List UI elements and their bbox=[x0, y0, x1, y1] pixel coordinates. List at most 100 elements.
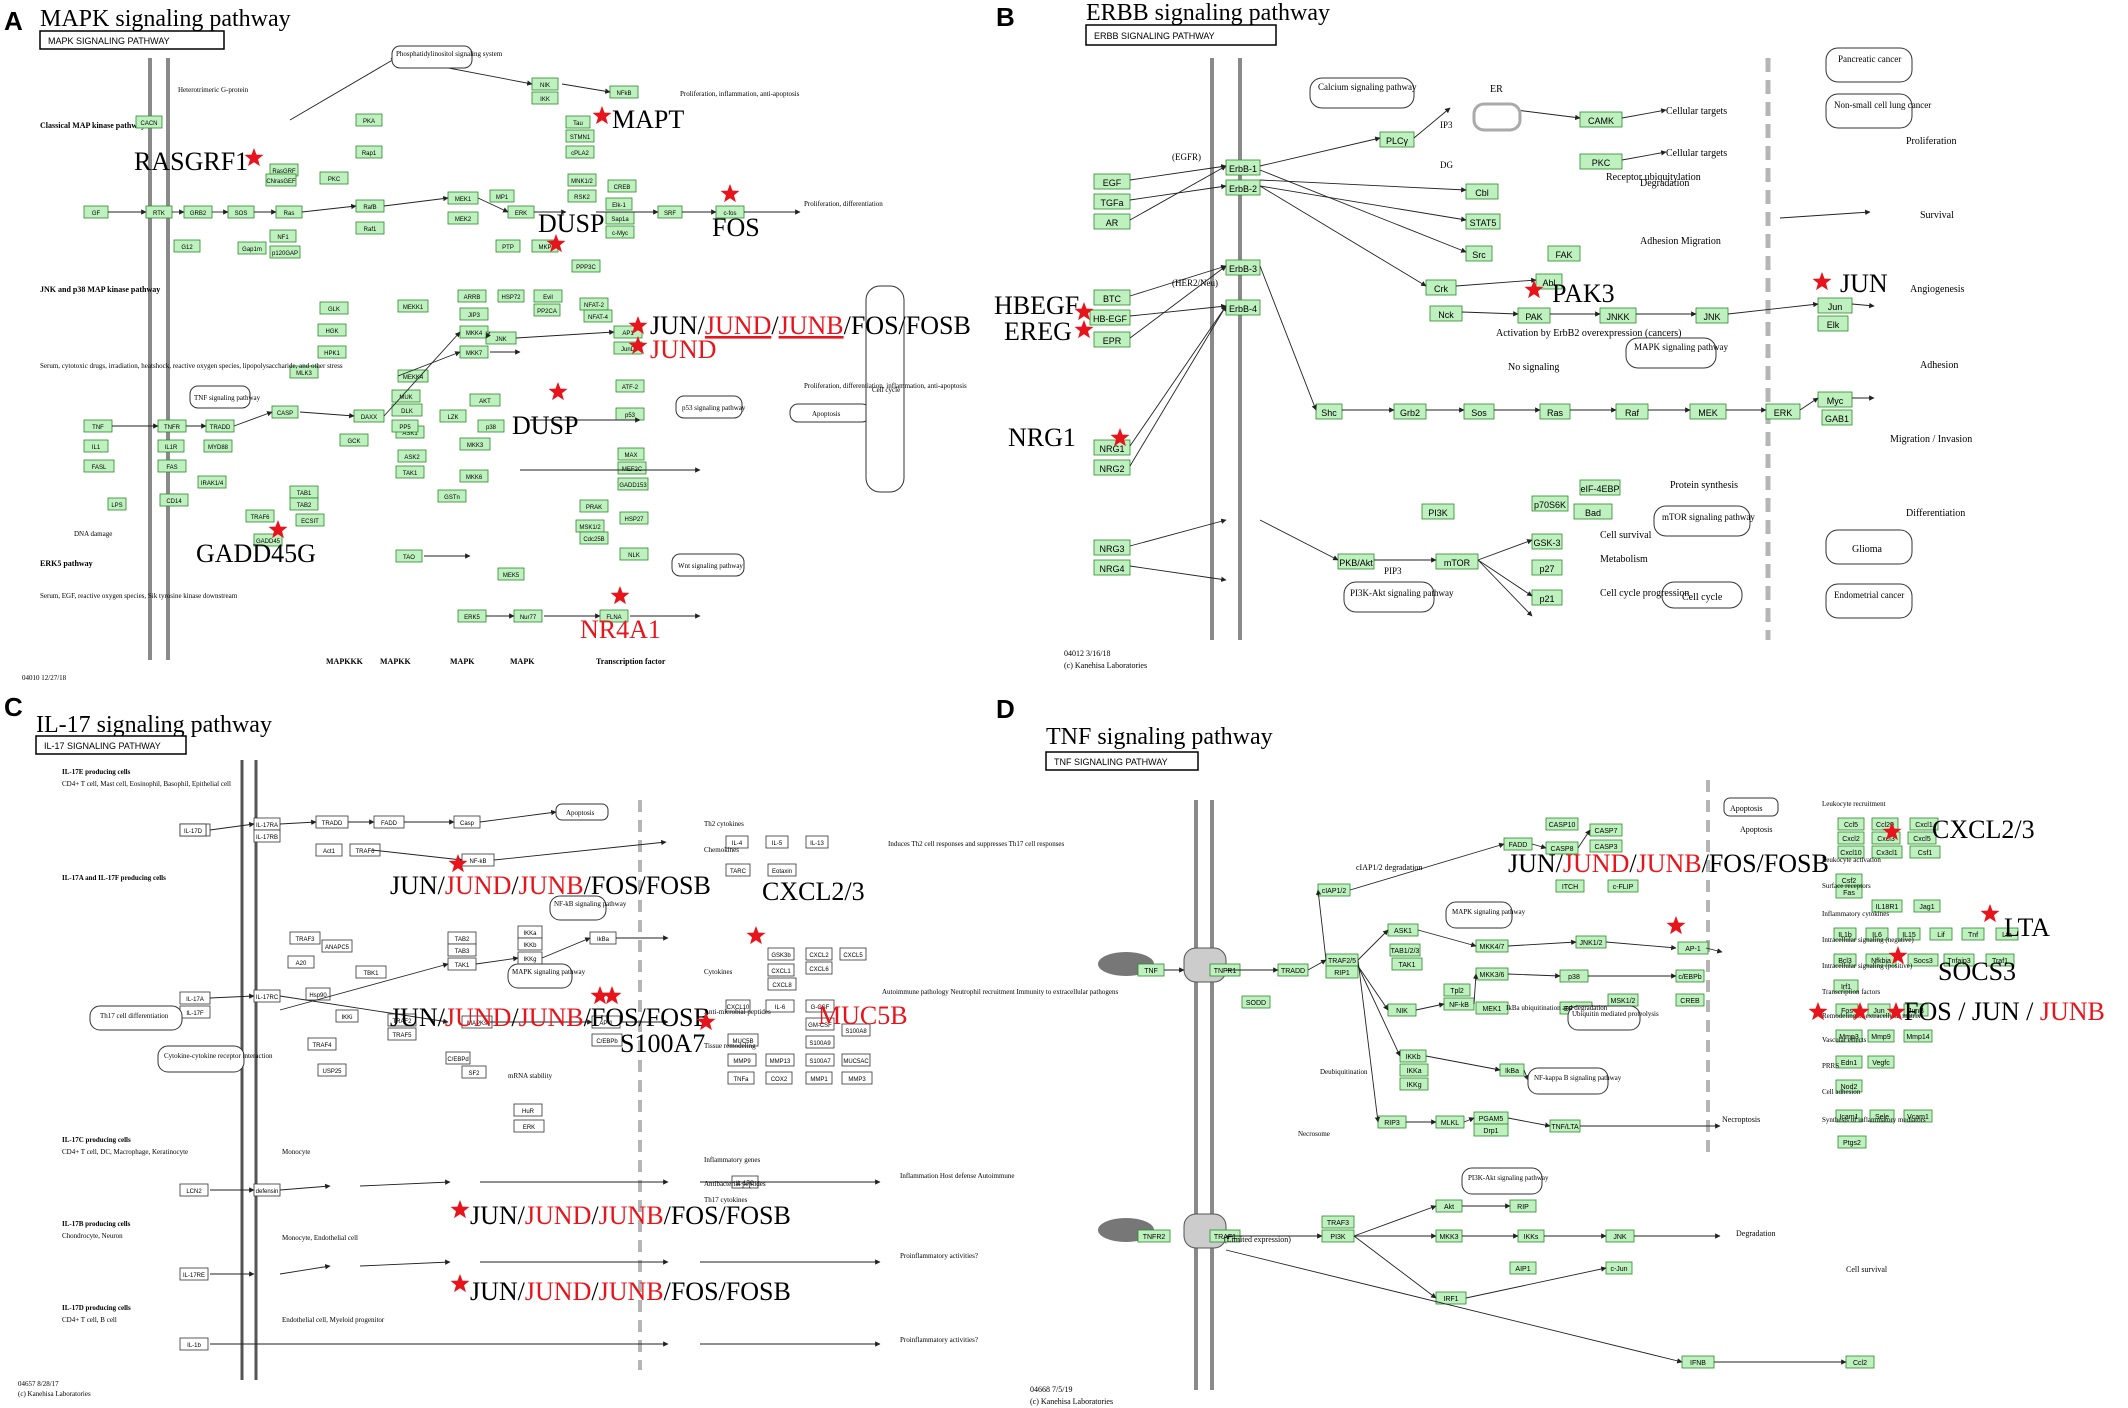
gene-node-bad: Bad bbox=[1573, 503, 1613, 520]
svg-text:RIP1: RIP1 bbox=[1334, 970, 1350, 977]
gene-node-ikkg: IKKg bbox=[1399, 1077, 1429, 1091]
gene-node-mkk3: MKK3 bbox=[1435, 1229, 1463, 1243]
svg-text:TRAF3: TRAF3 bbox=[295, 937, 315, 943]
gene-node-erk: ERK bbox=[1765, 403, 1801, 420]
hl-c-muc5b: MUC5B bbox=[818, 1001, 908, 1030]
gene-node-casp3: CASP3 bbox=[1589, 839, 1623, 853]
svg-text:Sos: Sos bbox=[1471, 408, 1487, 418]
svg-text:Adhesion Migration: Adhesion Migration bbox=[1640, 236, 1721, 247]
gene-node-tnfaip3: Tnfaip3 bbox=[1943, 953, 1975, 967]
svg-text:p27: p27 bbox=[1539, 564, 1554, 574]
gene-node-tab1-2-3: TAB1/2/3 bbox=[1389, 943, 1421, 957]
pathway-arrow bbox=[475, 956, 519, 965]
pathway-arrow bbox=[289, 57, 397, 121]
svg-text:IL-17RE: IL-17RE bbox=[183, 1273, 205, 1279]
gene-node-rip1: RIP1 bbox=[1325, 965, 1359, 979]
pathway-arrow bbox=[485, 331, 491, 339]
gene-node-c-jun: c-Jun bbox=[1605, 1261, 1633, 1275]
gene-node-nlk: NLK bbox=[619, 547, 649, 561]
svg-text:mTOR: mTOR bbox=[1444, 558, 1471, 568]
pathway-arrow bbox=[1507, 1117, 1551, 1128]
svg-text:PP2CA: PP2CA bbox=[537, 309, 557, 315]
gene-node-erbb-3: ErbB-3 bbox=[1225, 259, 1261, 276]
panel-b-box-label: ERBB SIGNALING PATHWAY bbox=[1094, 31, 1215, 41]
gene-node-casp: Casp bbox=[453, 815, 481, 829]
svg-text:IL-17A: IL-17A bbox=[186, 997, 204, 1003]
gene-node-traf1: Traf1 bbox=[1985, 953, 2015, 967]
gene-node-lps: LPS bbox=[107, 497, 127, 511]
pathway-arrow bbox=[1129, 264, 1227, 297]
gene-node-tnf: Tnf bbox=[1961, 927, 1985, 941]
hl-d-cxcl23: CXCL2/3 bbox=[1932, 815, 2035, 844]
pathway-arrow bbox=[1465, 1266, 1607, 1299]
svg-text:TRAF2/5: TRAF2/5 bbox=[1328, 958, 1356, 965]
svg-text:CASP: CASP bbox=[277, 411, 293, 417]
svg-text:IL-17RB: IL-17RB bbox=[256, 835, 278, 841]
svg-text:cIAP1/2: cIAP1/2 bbox=[1322, 888, 1347, 895]
svg-text:IL-17C: IL-17C bbox=[736, 1181, 755, 1187]
svg-text:p21: p21 bbox=[1539, 594, 1554, 604]
hl-a-dusp2: DUSP bbox=[512, 411, 578, 440]
svg-text:IL-17E producing cells: IL-17E producing cells bbox=[62, 768, 131, 776]
svg-text:Ras: Ras bbox=[1547, 408, 1564, 418]
gene-node-c-myc: c-Myc bbox=[605, 225, 635, 239]
gene-node-mmp3: Mmp3 bbox=[1835, 1029, 1863, 1043]
svg-text:Crk: Crk bbox=[1434, 284, 1448, 294]
gene-node-ecsit: ECSIT bbox=[295, 513, 325, 527]
gene-node-traf3: TRAF3 bbox=[1321, 1215, 1355, 1229]
gene-node-il1r: IL1R bbox=[157, 439, 185, 453]
svg-text:IL18R1: IL18R1 bbox=[1876, 904, 1899, 911]
gene-node-cxcl10: CXCL10 bbox=[725, 999, 751, 1013]
svg-text:NF-kB: NF-kB bbox=[1449, 1002, 1469, 1009]
gene-node-il-13: IL-13 bbox=[805, 835, 829, 849]
pathway-arrow bbox=[279, 1183, 331, 1191]
gene-node-fak: FAK bbox=[1547, 245, 1581, 262]
gene-node-c-flip: c-FLIP bbox=[1607, 879, 1639, 893]
svg-text:FAK: FAK bbox=[1555, 250, 1572, 260]
gene-node-mmp9: MMP9 bbox=[727, 1053, 757, 1067]
svg-text:c/EBPb: c/EBPb bbox=[1678, 974, 1701, 981]
gene-node-pp2ca: PP2CA bbox=[533, 303, 561, 317]
svg-text:S100A9: S100A9 bbox=[809, 1041, 831, 1047]
gene-node-mek: MEK bbox=[1689, 403, 1727, 420]
gene-node-ikks: IKKs bbox=[1517, 1229, 1545, 1243]
gene-node-muc5b: MUC5B bbox=[727, 1033, 759, 1047]
svg-text:Cell cycle: Cell cycle bbox=[1682, 592, 1723, 603]
svg-text:Receptor ubiquitylation: Receptor ubiquitylation bbox=[1606, 172, 1701, 183]
svg-text:TNF: TNF bbox=[92, 425, 104, 431]
svg-text:PP5: PP5 bbox=[399, 425, 411, 431]
gene-node-il15: IL15 bbox=[1897, 927, 1921, 941]
gene-node-drp1: Drp1 bbox=[1473, 1123, 1509, 1137]
svg-text:TNFR: TNFR bbox=[164, 425, 181, 431]
svg-text:IKKa: IKKa bbox=[523, 931, 537, 937]
svg-text:p38: p38 bbox=[486, 425, 497, 431]
gene-node-irf1: Irf1 bbox=[1833, 979, 1859, 993]
svg-text:Induces Th2 cell responses and: Induces Th2 cell responses and suppresse… bbox=[888, 840, 1065, 848]
svg-text:Tissue remodeling: Tissue remodeling bbox=[704, 1042, 756, 1050]
svg-text:MUC5AC: MUC5AC bbox=[843, 1059, 869, 1065]
svg-text:Tpl2: Tpl2 bbox=[1450, 988, 1464, 995]
svg-text:TAK1: TAK1 bbox=[455, 963, 470, 969]
svg-text:NIK: NIK bbox=[540, 83, 550, 89]
highlight-star-icon bbox=[590, 986, 610, 1005]
pathway-arrow bbox=[1415, 1002, 1445, 1011]
hl-c-cxcl23: CXCL2/3 bbox=[762, 877, 865, 906]
svg-text:Ras: Ras bbox=[284, 211, 295, 217]
highlight-star-icon bbox=[1850, 1002, 1870, 1021]
gene-node-mkk3: MKK3 bbox=[459, 437, 491, 451]
svg-text:MP1: MP1 bbox=[496, 195, 509, 201]
gene-node-myd88: MYD88 bbox=[203, 439, 233, 453]
svg-text:ErbB-1: ErbB-1 bbox=[1229, 164, 1257, 174]
svg-text:GSK3b: GSK3b bbox=[771, 953, 791, 959]
panel-a-note-erk5: Serum, EGF, reactive oxygen species, Sik… bbox=[40, 592, 238, 600]
svg-text:IL15: IL15 bbox=[1902, 932, 1916, 939]
svg-text:IkBa: IkBa bbox=[597, 937, 610, 943]
gene-node-camk: CAMK bbox=[1579, 111, 1623, 128]
svg-text:TRAF4: TRAF4 bbox=[312, 1043, 332, 1049]
hl-d-socs3: SOCS3 bbox=[1938, 957, 2016, 986]
svg-text:NF-kappa B signaling pathway: NF-kappa B signaling pathway bbox=[1534, 1074, 1622, 1082]
gene-node-msk1-2: MSK1/2 bbox=[1607, 993, 1639, 1007]
svg-text:MNK1/2: MNK1/2 bbox=[571, 179, 593, 185]
svg-text:HSP27: HSP27 bbox=[624, 517, 644, 523]
